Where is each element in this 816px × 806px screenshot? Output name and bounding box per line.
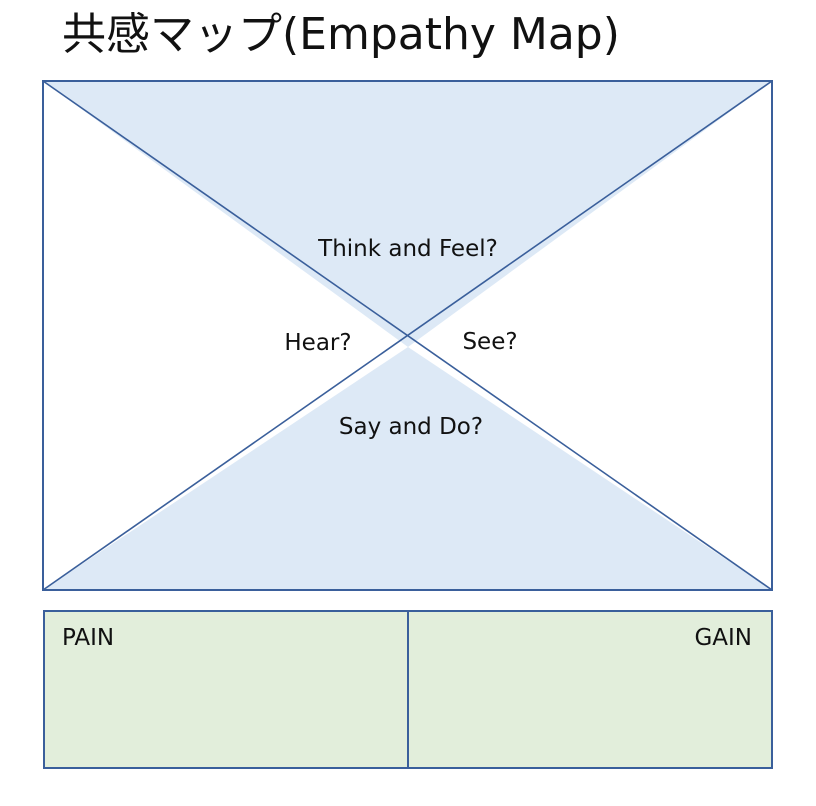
- diagonal-line-2: [42, 80, 773, 591]
- pain-label: PAIN: [62, 625, 114, 651]
- map-frame: [42, 80, 773, 591]
- think-feel-label: Think and Feel?: [317, 236, 498, 262]
- hear-label: Hear?: [284, 330, 351, 356]
- say-do-region: [43, 347, 772, 590]
- page-title: 共感マップ(Empathy Map): [62, 9, 620, 60]
- think-feel-region: [43, 81, 772, 347]
- gain-label: GAIN: [694, 625, 752, 651]
- say-do-label: Say and Do?: [339, 414, 483, 440]
- pain-panel: [43, 610, 409, 769]
- gain-panel: [407, 610, 773, 769]
- see-label: See?: [462, 329, 517, 355]
